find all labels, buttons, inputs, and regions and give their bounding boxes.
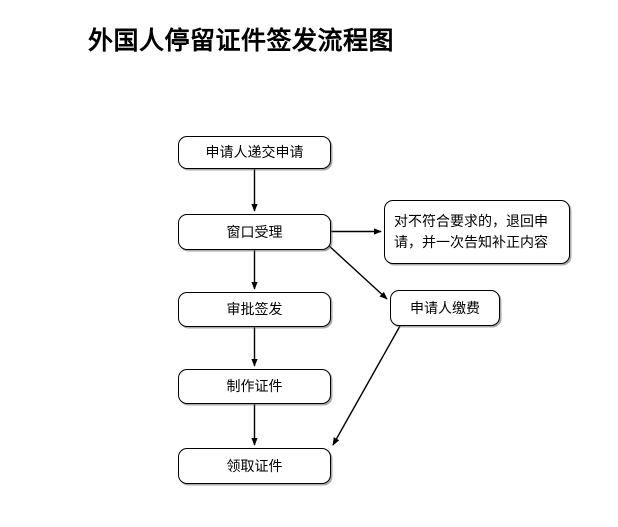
node-label: 申请人缴费 [410, 299, 480, 316]
node-label: 申请人递交申请 [205, 144, 304, 160]
node-label: 制作证件 [226, 378, 283, 394]
node-window-acceptance[interactable]: 窗口受理 [178, 214, 331, 250]
node-label: 审批签发 [226, 301, 283, 317]
node-applicant-payment[interactable]: 申请人缴费 [390, 290, 500, 326]
node-make-certificate[interactable]: 制作证件 [178, 369, 331, 404]
node-approval-issuance[interactable]: 审批签发 [178, 292, 331, 327]
node-label: 窗口受理 [226, 223, 283, 240]
node-label: 对不符合要求的，退回申请，并一次告知补正内容 [394, 213, 548, 250]
node-label: 领取证件 [226, 457, 283, 474]
node-collect-certificate[interactable]: 领取证件 [178, 448, 331, 484]
page-title: 外国人停留证件签发流程图 [88, 27, 395, 55]
edge-applicant-pay-to-collect-certificate [332, 325, 401, 446]
edge-window-accept-to-applicant-pay [326, 243, 388, 300]
node-rejection-notice[interactable]: 对不符合要求的，退回申请，并一次告知补正内容 [384, 200, 570, 264]
node-submit-application[interactable]: 申请人递交申请 [178, 136, 331, 169]
